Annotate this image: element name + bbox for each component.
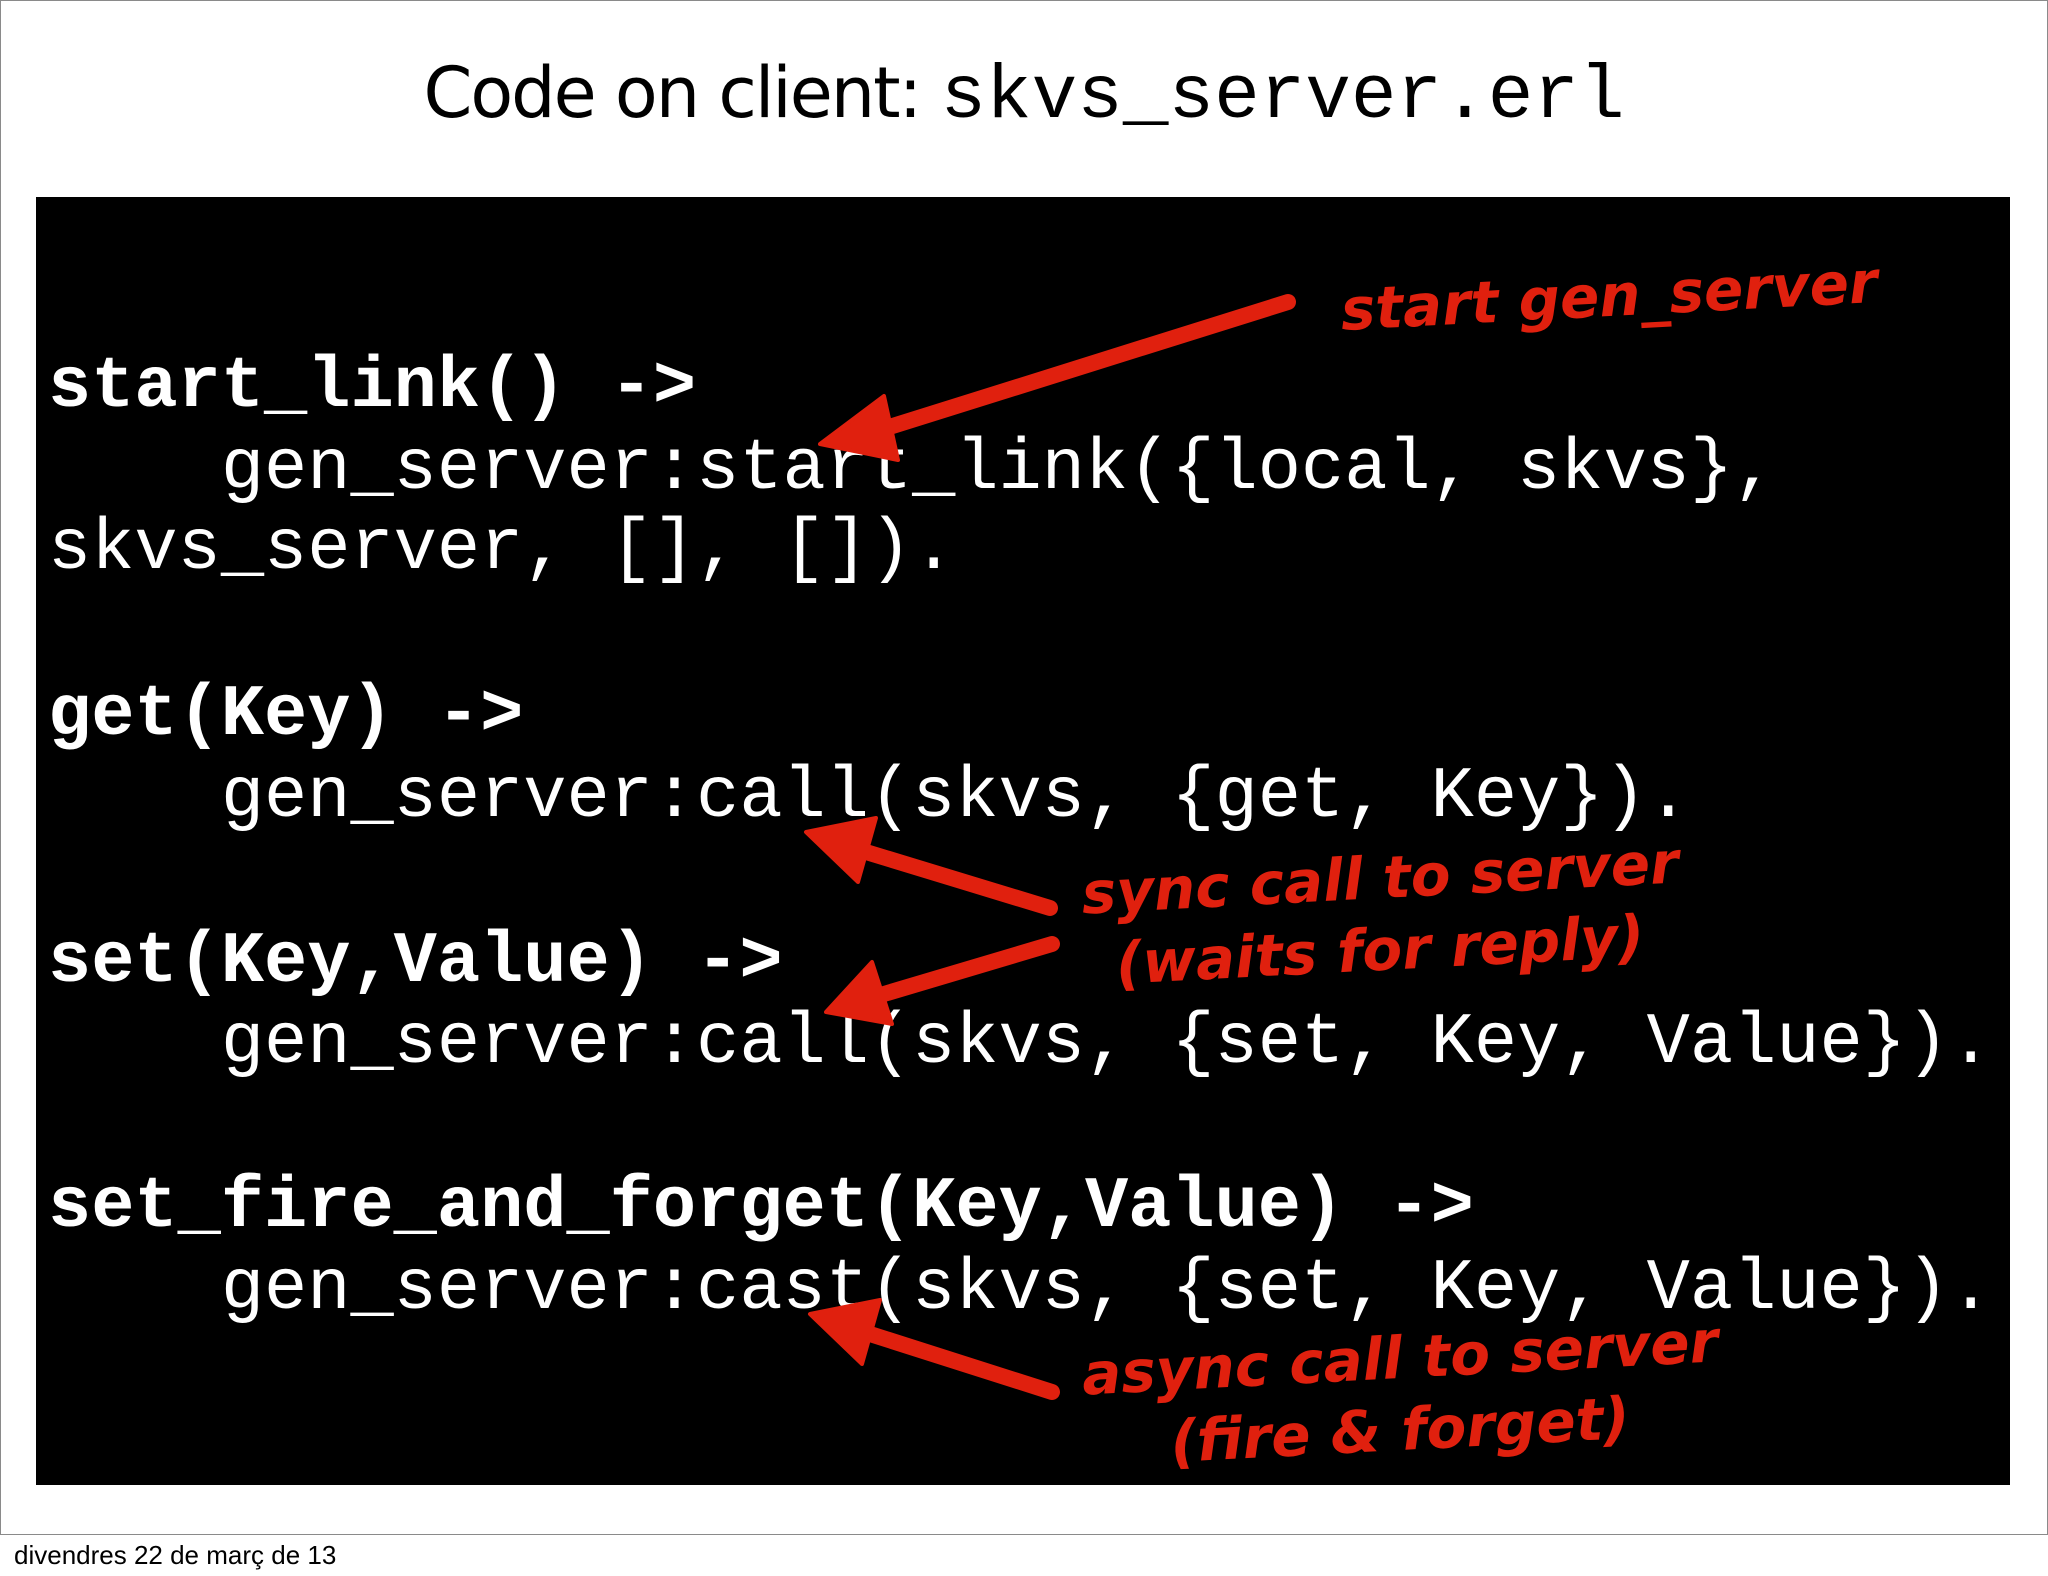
code-line-start-link-body: gen_server:start_link({local, skvs}, bbox=[48, 428, 1777, 510]
code-line-start-link-args: skvs_server, [], []). bbox=[48, 508, 956, 590]
code-line-set: set(Key,Value) -> bbox=[48, 921, 783, 1003]
code-line-start-link: start_link() -> bbox=[48, 346, 697, 428]
code-line-set-body: gen_server:call(skvs, {set, Key, Value})… bbox=[48, 1002, 1993, 1084]
code-panel: start_link() -> gen_server:start_link({l… bbox=[36, 197, 2010, 1485]
slide-title-text: Code on client: bbox=[423, 52, 941, 134]
code-line-set-fire-and-forget: set_fire_and_forget(Key,Value) -> bbox=[48, 1166, 1474, 1248]
code-line-set-fire-and-forget-body: gen_server:cast(skvs, {set, Key, Value})… bbox=[48, 1248, 1993, 1330]
slide-title-filename: skvs_server.erl bbox=[940, 54, 1625, 140]
code-line-get: get(Key) -> bbox=[48, 674, 524, 756]
code-line-get-body: gen_server:call(skvs, {get, Key}). bbox=[48, 756, 1690, 838]
slide-title: Code on client: skvs_server.erl bbox=[0, 38, 2048, 148]
footer-date: divendres 22 de març de 13 bbox=[14, 1540, 337, 1570]
